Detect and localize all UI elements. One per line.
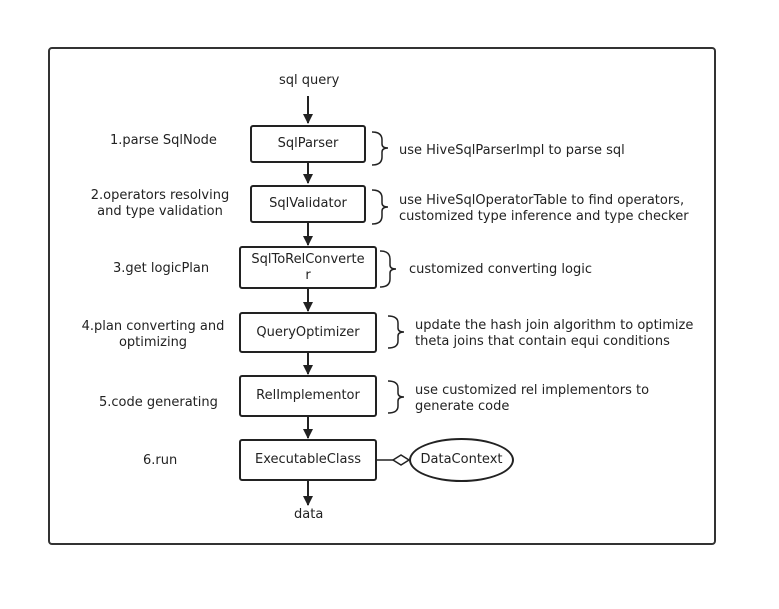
step-5-note: use customized rel implementors to gener… xyxy=(415,383,650,414)
step-4-label: 4.plan converting and optimizing xyxy=(81,319,225,350)
relimplementor-node: RelImplementor xyxy=(239,375,377,417)
step-3-note: customized converting logic xyxy=(409,262,592,277)
datacontext-node: DataContext xyxy=(409,438,514,482)
brace-implementor xyxy=(387,380,405,414)
step-1-label: 1.parse SqlNode xyxy=(110,133,217,148)
diagram-frame xyxy=(48,47,716,545)
sqlvalidator-node: SqlValidator xyxy=(250,185,366,223)
output-label: data xyxy=(294,507,324,522)
sqlparser-node: SqlParser xyxy=(250,125,366,163)
input-label: sql query xyxy=(279,73,340,88)
executableclass-node: ExecutableClass xyxy=(239,439,377,481)
step-1-note: use HiveSqlParserImpl to parse sql xyxy=(399,143,625,158)
brace-sqlvalidator xyxy=(371,189,389,225)
step-2-label: 2.operators resolving and type validatio… xyxy=(90,188,230,219)
step-6-label: 6.run xyxy=(143,453,178,468)
step-2-note: use HiveSqlOperatorTable to find operato… xyxy=(399,193,689,224)
brace-converter xyxy=(379,250,397,288)
sqltorelconverter-node: SqlToRelConverte r xyxy=(239,246,377,289)
step-4-note: update the hash join algorithm to optimi… xyxy=(415,318,694,349)
aggregation-diamond xyxy=(391,454,411,466)
brace-optimizer xyxy=(387,315,405,349)
brace-sqlparser xyxy=(371,131,389,166)
step-3-label: 3.get logicPlan xyxy=(113,261,210,276)
step-5-label: 5.code generating xyxy=(99,395,218,410)
queryoptimizer-node: QueryOptimizer xyxy=(239,312,377,353)
